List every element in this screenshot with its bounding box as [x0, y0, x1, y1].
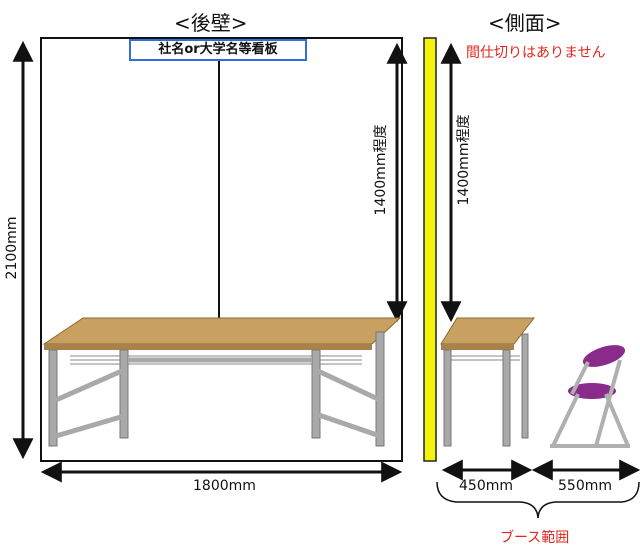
- height-sign-back-label: 1400mm程度: [373, 124, 389, 216]
- booth-range-label: ブース範囲: [500, 530, 570, 546]
- folding-chair: [550, 345, 630, 448]
- depth-chair-label: 550mm: [558, 478, 612, 494]
- signboard: 社名or大学名等看板: [129, 39, 307, 61]
- back-table: [42, 317, 402, 447]
- back-wall-title: <後壁>: [174, 11, 248, 35]
- no-partition-note: 間仕切りはありません: [466, 45, 606, 61]
- side-partition-bar: [423, 37, 437, 462]
- depth-table-label: 450mm: [459, 478, 513, 494]
- back-wall-outline: [40, 37, 403, 462]
- side-table: [440, 317, 536, 447]
- booth-range-brace: [436, 481, 640, 519]
- height-total-label: 2100mm: [4, 216, 20, 280]
- side-title: <側面>: [488, 11, 562, 35]
- width-back-label: 1800mm: [193, 478, 256, 494]
- height-sign-side-label: 1400mm程度: [456, 114, 472, 206]
